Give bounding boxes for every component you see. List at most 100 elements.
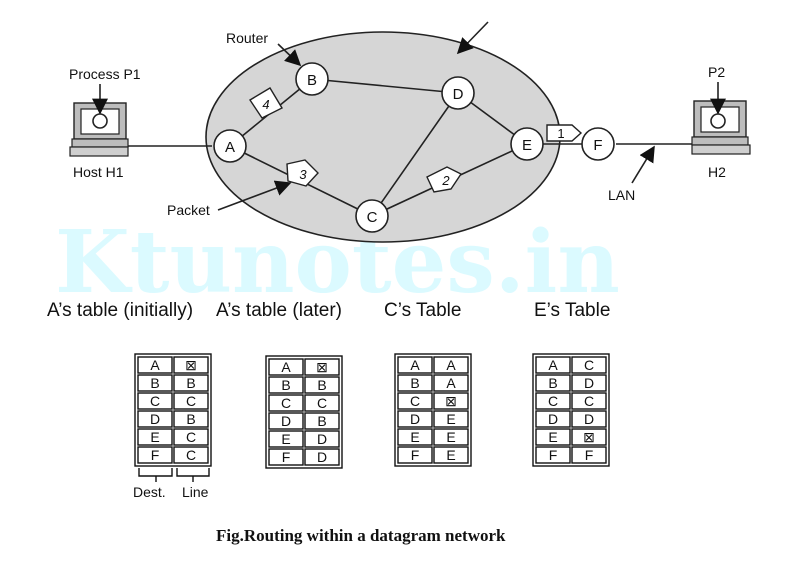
- svg-text:E: E: [522, 137, 532, 154]
- figure-caption: Fig.Routing within a datagram network: [216, 526, 506, 545]
- table-cell: [433, 374, 469, 392]
- network-pointer-arrow: [456, 21, 489, 55]
- table-dest-text: F: [549, 447, 558, 463]
- table-cell: [433, 356, 469, 374]
- table-line-text: B: [317, 413, 326, 429]
- table-dest-text: A: [281, 359, 291, 375]
- table-dest-text: A: [548, 357, 558, 373]
- dest-brace: [138, 468, 173, 477]
- host-h2-label: H2: [708, 164, 726, 180]
- line-label: Line: [182, 484, 209, 500]
- table-line-text: D: [584, 411, 594, 427]
- table-dest-text: D: [410, 411, 420, 427]
- table-line-text: D: [317, 431, 327, 447]
- table-line-text: ⊠: [445, 393, 457, 409]
- table-dest-text: F: [151, 447, 160, 463]
- table-cell: [304, 358, 340, 376]
- table-dest-text: B: [150, 375, 159, 391]
- table-cell: [535, 446, 571, 464]
- table-cell: [571, 410, 607, 428]
- table-cell: [535, 356, 571, 374]
- table-line-text: B: [186, 375, 195, 391]
- table-line-text: C: [584, 393, 594, 409]
- router-label: Router: [226, 30, 268, 46]
- table-cell: [397, 392, 433, 410]
- svg-text:A: A: [225, 139, 235, 156]
- table-cell: [137, 356, 173, 374]
- table-cell: [173, 374, 209, 392]
- table-cell: [137, 410, 173, 428]
- router-b: B: [295, 62, 329, 96]
- packet-3: 3: [286, 159, 319, 187]
- svg-text:2: 2: [441, 173, 450, 188]
- lan-label-arrow: [631, 145, 655, 184]
- table-cell: [433, 410, 469, 428]
- host-h1-label: Host H1: [73, 164, 124, 180]
- table-cell: [268, 358, 304, 376]
- table-dest-text: F: [282, 449, 291, 465]
- table-line-text: C: [186, 393, 196, 409]
- table-cell: [173, 410, 209, 428]
- table-dest-text: C: [410, 393, 420, 409]
- table-cell: [268, 394, 304, 412]
- table-line-text: C: [317, 395, 327, 411]
- svg-text:D: D: [453, 86, 464, 103]
- table-cell: [571, 356, 607, 374]
- table-line-text: A: [446, 375, 456, 391]
- packet-4: 4: [249, 87, 283, 119]
- table-cell: [304, 448, 340, 466]
- p2-label: P2: [708, 64, 725, 80]
- router-d: D: [441, 76, 475, 110]
- table-line-text: D: [317, 449, 327, 465]
- table-line-text: C: [584, 357, 594, 373]
- table-cell: [137, 374, 173, 392]
- svg-text:F: F: [593, 137, 602, 154]
- table-cell: [535, 392, 571, 410]
- table-cell: [173, 446, 209, 464]
- table-line-text: E: [446, 411, 455, 427]
- table-dest-text: B: [410, 375, 419, 391]
- table-cell: [571, 428, 607, 446]
- table-line-text: E: [446, 447, 455, 463]
- table-dest-text: E: [548, 429, 557, 445]
- table-cell: [268, 376, 304, 394]
- table-dest-text: C: [150, 393, 160, 409]
- table-cell: [173, 392, 209, 410]
- table-line-text: ⊠: [583, 429, 595, 445]
- table-cell: [535, 428, 571, 446]
- packet-label-arrow: [217, 180, 292, 211]
- table-line-text: D: [584, 375, 594, 391]
- table-dest-text: A: [410, 357, 420, 373]
- lan-label: LAN: [608, 187, 635, 203]
- table-dest-text: F: [411, 447, 420, 463]
- table-cell: [304, 376, 340, 394]
- table-header-a-later: A’s table (later): [216, 300, 342, 321]
- line-brace: [176, 468, 210, 477]
- table-line-text: C: [186, 447, 196, 463]
- table-dest-text: D: [150, 411, 160, 427]
- table-cell: [173, 356, 209, 374]
- table-cell: [571, 374, 607, 392]
- link-b-d: [311, 78, 459, 94]
- table-cell: [268, 448, 304, 466]
- table-cell: [433, 428, 469, 446]
- table-cell: [571, 392, 607, 410]
- process-p1-label: Process P1: [69, 66, 141, 82]
- table-cell: [304, 430, 340, 448]
- table-header-a-initial: A’s table (initially): [47, 300, 193, 321]
- table-line-text: F: [585, 447, 594, 463]
- svg-text:B: B: [307, 72, 317, 89]
- table-line-text: C: [186, 429, 196, 445]
- table-header-c: C’s Table: [384, 300, 461, 321]
- table-dest-text: E: [410, 429, 419, 445]
- host-h2-computer-icon: [691, 100, 751, 155]
- router-c: C: [355, 199, 389, 233]
- table-dest-text: D: [548, 411, 558, 427]
- table-cell: [397, 374, 433, 392]
- table-line-text: E: [446, 429, 455, 445]
